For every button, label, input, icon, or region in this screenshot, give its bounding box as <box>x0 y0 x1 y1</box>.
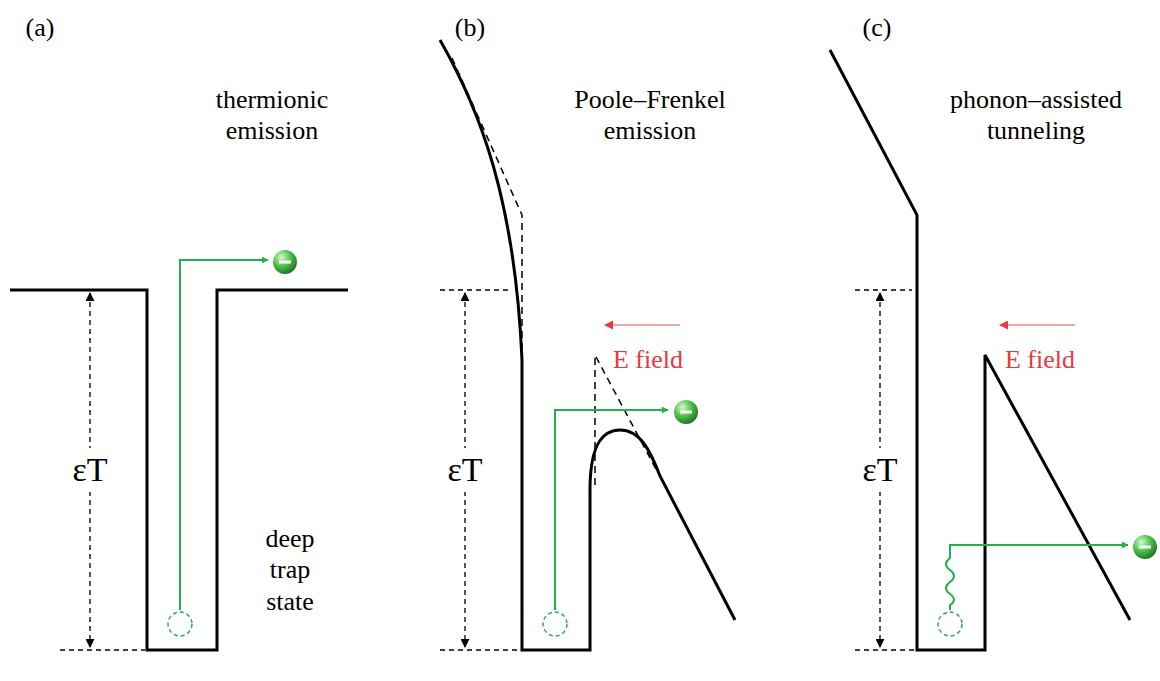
trap-electron <box>168 612 192 636</box>
minus-sign <box>279 261 291 264</box>
energy-label: εT <box>443 448 486 493</box>
panel-c <box>830 50 1157 650</box>
tunneling-path <box>946 545 1128 610</box>
level-tick <box>60 289 145 290</box>
trap-electron <box>938 612 962 636</box>
panel-a <box>10 250 348 650</box>
emission-path <box>555 410 668 610</box>
panel-letter: (b) <box>435 12 505 43</box>
energy-label: εT <box>858 448 901 493</box>
process-title: Poole–Frenkel emission <box>550 84 750 146</box>
process-title: phonon–assisted tunneling <box>916 84 1156 146</box>
level-tick <box>855 289 912 290</box>
level-tick <box>440 289 512 290</box>
energy-label: εT <box>68 448 111 493</box>
field-arrow <box>1000 324 1075 326</box>
unperturbed-potential <box>595 355 658 485</box>
electron <box>273 250 297 274</box>
panel-letter: (c) <box>842 12 912 43</box>
emission-path <box>180 260 268 610</box>
unperturbed-potential <box>452 58 522 360</box>
field-label: E field <box>588 344 708 375</box>
panel-letter: (a) <box>5 12 75 43</box>
electron <box>674 400 698 424</box>
trap-electron <box>543 612 567 636</box>
field-label: E field <box>980 344 1100 375</box>
level-tick <box>855 649 915 650</box>
level-tick <box>440 649 520 650</box>
field-arrow <box>605 324 680 326</box>
process-title: thermionic emission <box>177 84 367 146</box>
minus-sign <box>1139 546 1151 549</box>
minus-sign <box>680 411 692 414</box>
state-label: deep trap state <box>249 523 331 617</box>
level-tick <box>60 649 145 650</box>
electron <box>1133 535 1157 559</box>
